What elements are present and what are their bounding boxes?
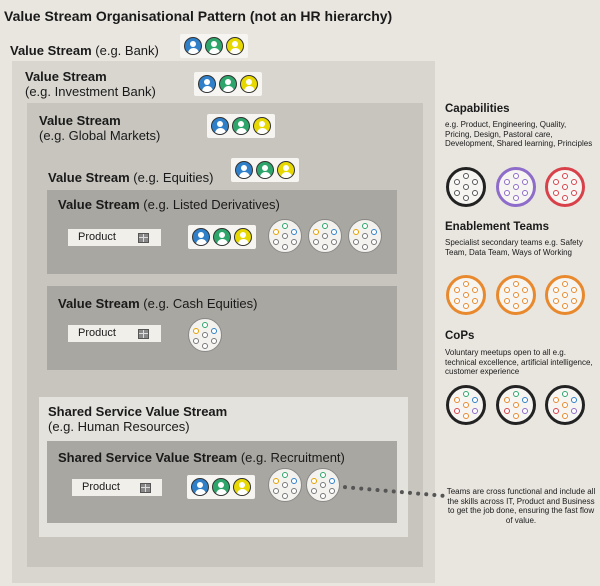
capability-ring-black	[446, 167, 486, 207]
person-icon	[232, 117, 250, 135]
team-trio-investment-bank	[194, 72, 262, 96]
cops-text: Voluntary meetups open to all e.g. techn…	[445, 348, 593, 376]
person-icon	[277, 161, 295, 179]
cop-ring	[446, 385, 486, 425]
person-icon	[226, 37, 244, 55]
page-title: Value Stream Organisational Pattern (not…	[4, 8, 393, 24]
team-trio-bank	[180, 34, 248, 58]
vs-bank-label: Value Stream (e.g. Bank)	[10, 43, 159, 58]
team-icon	[268, 468, 302, 502]
capability-ring-purple	[496, 167, 536, 207]
team-icon	[308, 219, 342, 253]
person-icon	[191, 478, 209, 496]
person-icon	[198, 75, 216, 93]
person-icon	[212, 478, 230, 496]
cop-ring	[545, 385, 585, 425]
person-icon	[233, 478, 251, 496]
person-icon	[184, 37, 202, 55]
vs-investment-bank-label: Value Stream(e.g. Investment Bank)	[25, 69, 156, 99]
team-trio-equities	[231, 158, 299, 182]
product-tag: Product	[68, 325, 161, 342]
person-icon	[256, 161, 274, 179]
cops-heading: CoPs	[445, 330, 475, 342]
gift-icon	[140, 483, 151, 493]
gift-icon	[138, 233, 149, 243]
team-icon	[348, 219, 382, 253]
person-icon	[205, 37, 223, 55]
enablement-heading: Enablement Teams	[445, 221, 549, 233]
capabilities-text: e.g. Product, Engineering, Quality, Pric…	[445, 120, 593, 148]
vs-cash-equities-label: Value Stream (e.g. Cash Equities)	[58, 296, 258, 311]
person-icon	[213, 228, 231, 246]
team-icon	[306, 468, 340, 502]
cop-ring	[496, 385, 536, 425]
enablement-text: Specialist secondary teams e.g. Safety T…	[445, 238, 583, 257]
person-icon	[234, 228, 252, 246]
team-icon	[188, 318, 222, 352]
product-tag: Product	[72, 479, 162, 496]
enablement-ring	[446, 275, 486, 315]
vs-equities-label: Value Stream (e.g. Equities)	[48, 170, 214, 185]
team-trio-global-markets	[207, 114, 275, 138]
vs-shared-service-label: Shared Service Value Stream(e.g. Human R…	[48, 404, 228, 434]
capabilities-heading: Capabilities	[445, 103, 510, 115]
enablement-ring	[496, 275, 536, 315]
vs-listed-derivatives-label: Value Stream (e.g. Listed Derivatives)	[58, 197, 280, 212]
capability-ring-red	[545, 167, 585, 207]
person-icon	[240, 75, 258, 93]
enablement-ring	[545, 275, 585, 315]
person-icon	[192, 228, 210, 246]
person-icon	[211, 117, 229, 135]
person-icon	[219, 75, 237, 93]
person-icon	[235, 161, 253, 179]
team-icon	[268, 219, 302, 253]
team-trio-recruitment	[187, 475, 255, 499]
gift-icon	[138, 329, 149, 339]
product-tag: Product	[68, 229, 161, 246]
cross-functional-note: Teams are cross functional and include a…	[446, 487, 596, 525]
team-trio-listed-derivatives	[188, 225, 256, 249]
person-icon	[253, 117, 271, 135]
vs-recruitment-label: Shared Service Value Stream (e.g. Recrui…	[58, 450, 345, 465]
vs-global-markets-label: Value Stream(e.g. Global Markets)	[39, 113, 161, 143]
